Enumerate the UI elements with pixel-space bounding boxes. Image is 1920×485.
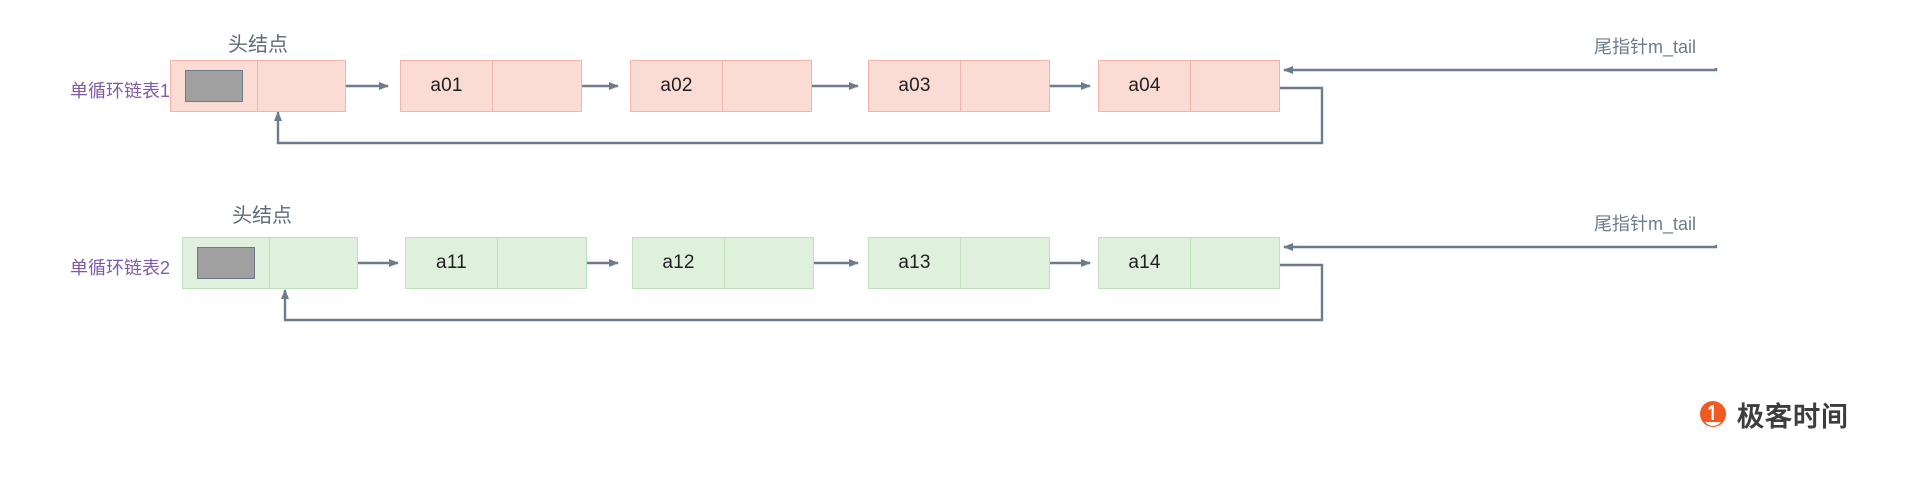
row2-node-a14[interactable]: a14 [1098, 237, 1280, 289]
row2-title: 单循环链表2 [70, 258, 171, 278]
row1-node-a01-data-cell: a01 [400, 60, 493, 112]
row2-node-a14-data-cell: a14 [1098, 237, 1191, 289]
row1-head-node-pointer-cell [258, 60, 346, 112]
row2-head-node-data-cell [182, 237, 270, 289]
row1-node-a02-data-cell: a02 [630, 60, 723, 112]
row1-head-node-data-cell [170, 60, 258, 112]
row1-head-node[interactable] [170, 60, 346, 112]
row1-tail-caption: 尾指针m_tail [1594, 37, 1697, 57]
row1-node-a04-data-cell: a04 [1098, 60, 1191, 112]
row2-tail-caption: 尾指针m_tail [1594, 214, 1697, 234]
row2-node-a13-pointer-cell [961, 237, 1050, 289]
row1-node-a02-pointer-cell [723, 60, 812, 112]
row2-head-caption: 头结点 [232, 205, 292, 227]
row2-node-a11-pointer-cell [498, 237, 587, 289]
row1-node-a03-pointer-cell [961, 60, 1050, 112]
row1-node-a02[interactable]: a02 [630, 60, 812, 112]
row2-node-a11-data-cell: a11 [405, 237, 498, 289]
row2-node-a12[interactable]: a12 [632, 237, 814, 289]
row1-node-a03[interactable]: a03 [868, 60, 1050, 112]
row2-node-a12-data-cell: a12 [632, 237, 725, 289]
row2-node-a14-pointer-cell [1191, 237, 1280, 289]
gray-block-icon [185, 70, 243, 102]
row2-node-a13-data-cell: a13 [868, 237, 961, 289]
row1-node-a04-pointer-cell [1191, 60, 1280, 112]
row2-node-a11[interactable]: a11 [405, 237, 587, 289]
row2-node-a12-pointer-cell [725, 237, 814, 289]
geekbang-logo-icon [1700, 400, 1726, 427]
row2-node-a13[interactable]: a13 [868, 237, 1050, 289]
arrow-row1-tail-pointer [1283, 66, 1718, 74]
row2-head-node-pointer-cell [270, 237, 358, 289]
arrow-row2-tail-pointer [1283, 243, 1718, 251]
row1-node-a03-data-cell: a03 [868, 60, 961, 112]
row1-node-a01[interactable]: a01 [400, 60, 582, 112]
gray-block-icon [197, 247, 255, 279]
row1-node-a01-pointer-cell [493, 60, 582, 112]
watermark-text: 极客时间 [1737, 402, 1849, 433]
row1-title: 单循环链表1 [70, 81, 171, 101]
row1-node-a04[interactable]: a04 [1098, 60, 1280, 112]
row1-head-caption: 头结点 [228, 34, 288, 56]
watermark: 极客时间 [1697, 395, 1849, 434]
row2-head-node[interactable] [182, 237, 358, 289]
